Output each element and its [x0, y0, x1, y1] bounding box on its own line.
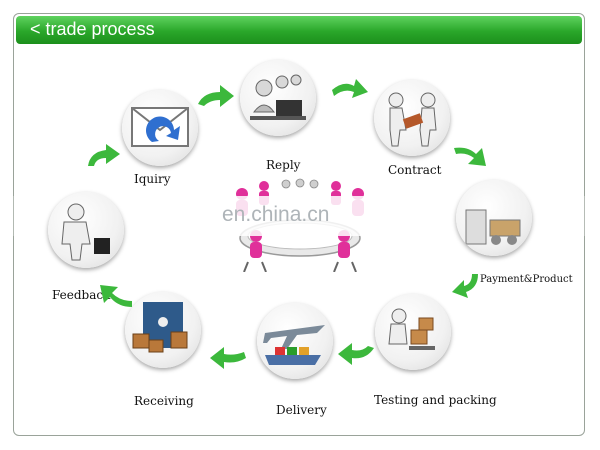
arrow-right-down-icon — [454, 147, 486, 166]
step-inquiry-node — [122, 90, 198, 166]
step-delivery-node — [257, 303, 333, 379]
arrow-left-icon — [338, 343, 374, 365]
title-bar: < trade process — [16, 16, 582, 44]
envelope-icon — [131, 107, 189, 147]
step-label: Reply — [266, 158, 301, 172]
step-contract-node — [374, 80, 450, 156]
step-label: Testing and packing — [374, 393, 497, 407]
watermark-text: en.china.cn — [222, 203, 330, 226]
arrow-left-icon — [210, 347, 246, 369]
arrow-right-icon — [198, 85, 234, 107]
step-label: Delivery — [276, 403, 327, 417]
arrow-right-icon — [332, 79, 368, 98]
page-title: < trade process — [30, 19, 155, 39]
arrow-right-up-icon — [88, 144, 120, 166]
step-label: Payment&Product — [480, 274, 573, 285]
call-center-icon — [250, 74, 306, 120]
step-label: Receiving — [134, 394, 194, 408]
step-label: Feedback — [52, 288, 111, 302]
handshake-icon — [388, 92, 437, 147]
step-testing-node — [375, 294, 451, 370]
step-feedback-node — [48, 192, 124, 268]
factory-icon — [465, 209, 521, 245]
warehouse-icon — [132, 302, 188, 353]
arrow-left-up-icon — [100, 285, 132, 307]
arrow-down-left-icon — [452, 274, 478, 298]
airplane-icon — [263, 325, 325, 365]
step-reply-node — [240, 60, 316, 136]
packing-icon — [388, 308, 435, 350]
step-payment-node — [456, 180, 532, 256]
step-receiving-node — [125, 292, 201, 368]
step-label: Iquiry — [134, 172, 171, 186]
feedback-icon — [61, 203, 110, 261]
step-label: Contract — [388, 163, 442, 177]
